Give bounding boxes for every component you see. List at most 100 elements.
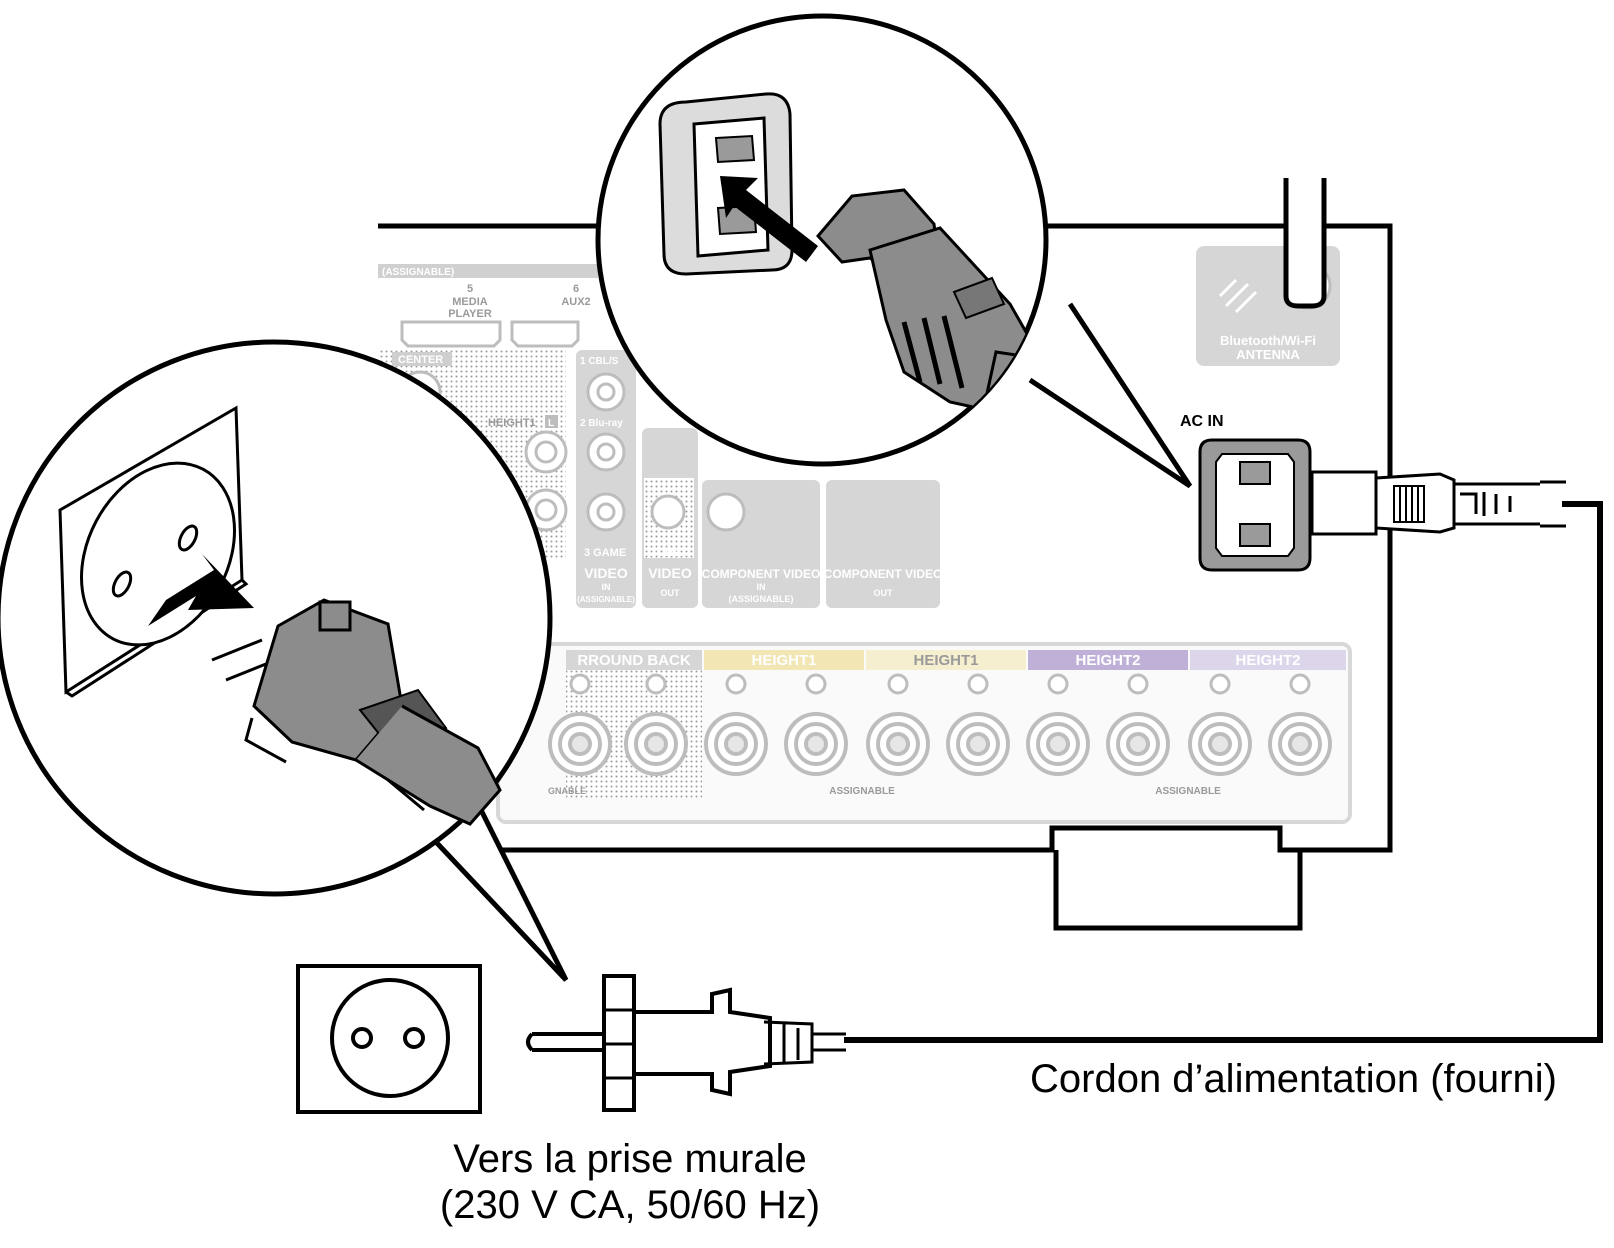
speaker-binding-post [568, 732, 592, 756]
video-in-title: VIDEO [584, 565, 628, 581]
antenna-rod [1283, 178, 1327, 309]
outlet-hole [403, 1027, 425, 1049]
speaker-label-bg-0 [566, 650, 702, 670]
chassis-outline [378, 223, 1393, 853]
ac-in-pin [1239, 461, 1271, 485]
speaker-binding-posts [548, 673, 1332, 776]
hdmi-6-number: 6 [573, 283, 579, 295]
video-source-3: 3 GAME [584, 547, 626, 559]
speaker-binding-post [724, 732, 748, 756]
speaker-binding-post [644, 732, 668, 756]
hdmi-5-name-line2: PLAYER [448, 308, 492, 320]
ac-in-inner [1215, 453, 1295, 557]
polarity-symbol-icon [569, 673, 591, 695]
hdmi-5-number: 5 [467, 283, 473, 295]
video-out-title: VIDEO [648, 565, 692, 581]
component-out-title: COMPONENT VIDEO [824, 567, 943, 581]
hdmi-port-5 [400, 320, 502, 348]
component-in-note: (ASSIGNABLE) [729, 594, 794, 604]
outlet-hole [177, 524, 199, 552]
polarity-symbol-icon [887, 673, 909, 695]
speaker-binding-post [1126, 732, 1150, 756]
antenna-symbol-icon [1218, 278, 1258, 314]
badge-l [545, 415, 558, 428]
hdmi-5-name-line1: MEDIA [452, 296, 488, 308]
center-label: CENTER [398, 354, 443, 366]
speaker-label-2: HEIGHT1 [913, 652, 978, 669]
component-out-sub: OUT [874, 588, 894, 598]
plug-grip [952, 276, 1006, 320]
polarity-symbol-icon [1209, 673, 1231, 695]
hdmi-6-name: AUX2 [561, 296, 590, 308]
speaker-binding-post [1046, 732, 1070, 756]
polarity-symbol-icon [645, 673, 667, 695]
badge-l-text: L [548, 418, 554, 429]
speaker-label-bg-3 [1028, 650, 1188, 670]
polarity-symbol-icon [805, 673, 827, 695]
speaker-binding-post [966, 732, 990, 756]
video-in-sub: IN [602, 582, 611, 592]
height1-preout-label: HEIGHT1 [488, 417, 536, 429]
power-cord [844, 501, 1603, 1043]
ac-in-label: AC IN [1180, 413, 1224, 430]
rca-jack [596, 382, 616, 402]
wall-outlet-caption-line1: Vers la prise murale [453, 1137, 807, 1181]
wall-outlet-caption: Vers la prise murale (230 V CA, 50/60 Hz… [380, 1136, 880, 1228]
plug-body [355, 704, 502, 826]
polarity-symbol-icon [725, 673, 747, 695]
assignable-banner-text: (ASSIGNABLE) [382, 267, 454, 278]
iec-plug-inserted [1310, 470, 1566, 536]
speaker-binding-post [1208, 732, 1232, 756]
video-source-1: 1 CBL/S [580, 356, 619, 367]
speaker-binding-post [886, 732, 910, 756]
component-out-block [826, 480, 940, 608]
ac-in-pin [1239, 523, 1271, 547]
rca-jack [706, 492, 746, 532]
outlet-hole [351, 1027, 373, 1049]
magnifier-wall-outlet [0, 339, 569, 982]
power-cord-caption: Cordon d’alimentation (fourni) [1030, 1057, 1557, 1101]
insert-arrow-icon [720, 176, 818, 262]
speaker-label-4: HEIGHT2 [1235, 652, 1300, 669]
polarity-symbol-icon [967, 673, 989, 695]
speaker-label-3: HEIGHT2 [1075, 652, 1140, 669]
zone2-label: ZONE2 [650, 547, 687, 559]
component-in-sub: IN [757, 582, 766, 592]
component-in-title: COMPONENT VIDEO [702, 567, 821, 581]
magnifier-pointer [1028, 302, 1193, 489]
speaker-label-0: RROUND BACK [577, 652, 690, 669]
socket-pin [714, 134, 756, 164]
insert-arrow-icon [148, 554, 254, 626]
rca-jack [650, 494, 686, 530]
speaker-assignable-2: ASSIGNABLE [1155, 786, 1221, 797]
polarity-symbol-icon [1047, 673, 1069, 695]
polarity-symbol-icon [1289, 673, 1311, 695]
schuko-plug-icon [526, 974, 846, 1112]
wall-outlet-caption-line2: (230 V CA, 50/60 Hz) [439, 1183, 821, 1227]
assignable-banner [378, 264, 598, 278]
video-out-sub: OUT [661, 588, 681, 598]
magnifier-ac-in [595, 13, 1193, 489]
rca-jack [596, 502, 616, 522]
rca-jack [534, 440, 558, 464]
speaker-label-bg-1 [704, 650, 864, 670]
video-in-note: (ASSIGNABLE) [577, 595, 635, 604]
center-label-bg [392, 352, 452, 366]
video-source-2: 2 Blu-ray [580, 418, 623, 429]
antenna-label-line1: Bluetooth/Wi-Fi [1220, 333, 1316, 348]
rca-jack [596, 442, 616, 462]
polarity-symbol-icon [1127, 673, 1149, 695]
chassis-foot [1053, 850, 1303, 931]
antenna-label-line2: ANTENNA [1236, 347, 1300, 362]
rca-jack [534, 498, 558, 522]
video-in-block [576, 350, 636, 608]
magnifier-pointer [434, 806, 569, 982]
speaker-label-1: HEIGHT1 [751, 652, 816, 669]
speaker-assignable-0: GNABLE [548, 786, 586, 796]
outlet-hole [111, 570, 133, 598]
speaker-binding-post [1288, 732, 1312, 756]
wall-outlet-socket [330, 978, 450, 1098]
hdmi-port-6 [510, 320, 580, 348]
plug-ribs [901, 315, 965, 389]
